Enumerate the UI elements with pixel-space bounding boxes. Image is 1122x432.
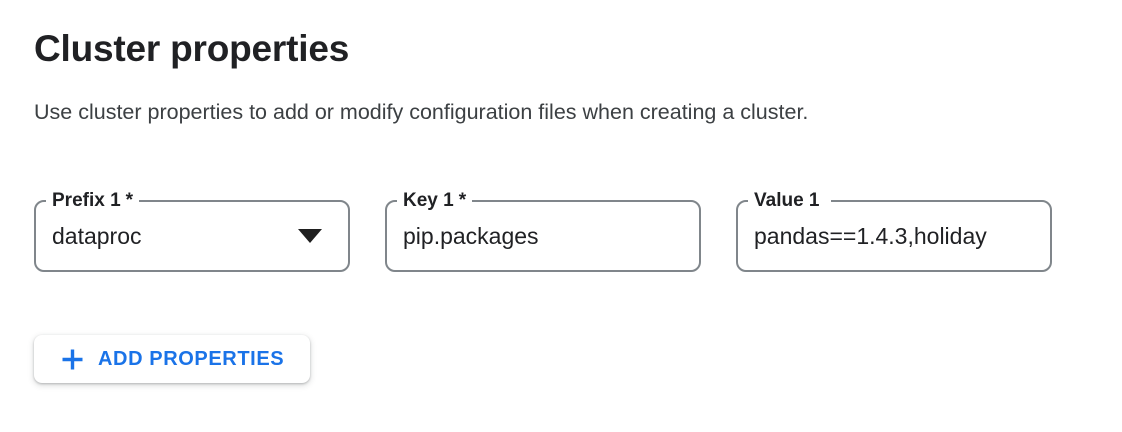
- cluster-properties-section: Cluster properties Use cluster propertie…: [34, 28, 1088, 383]
- prefix-label: Prefix 1*: [46, 189, 140, 213]
- required-marker: *: [125, 190, 134, 211]
- add-properties-button[interactable]: ADD PROPERTIES: [34, 335, 311, 383]
- add-properties-label: ADD PROPERTIES: [98, 347, 285, 370]
- value-label: Value 1: [748, 189, 831, 213]
- prefix-select[interactable]: Prefix 1* dataproc: [34, 189, 350, 272]
- page-description: Use cluster properties to add or modify …: [34, 100, 809, 124]
- prefix-selected-value: dataproc: [52, 222, 142, 249]
- key-input[interactable]: [403, 202, 699, 270]
- key-label: Key 1*: [397, 189, 473, 213]
- plus-icon: [62, 349, 83, 369]
- page-title: Cluster properties: [34, 28, 350, 69]
- value-field: Value 1: [736, 189, 1052, 272]
- value-input[interactable]: [754, 202, 1050, 270]
- key-field: Key 1*: [385, 189, 701, 272]
- required-marker: *: [458, 190, 467, 211]
- dropdown-arrow-icon: [298, 229, 322, 243]
- property-row: Prefix 1* dataproc Key 1* Value 1: [34, 189, 1088, 272]
